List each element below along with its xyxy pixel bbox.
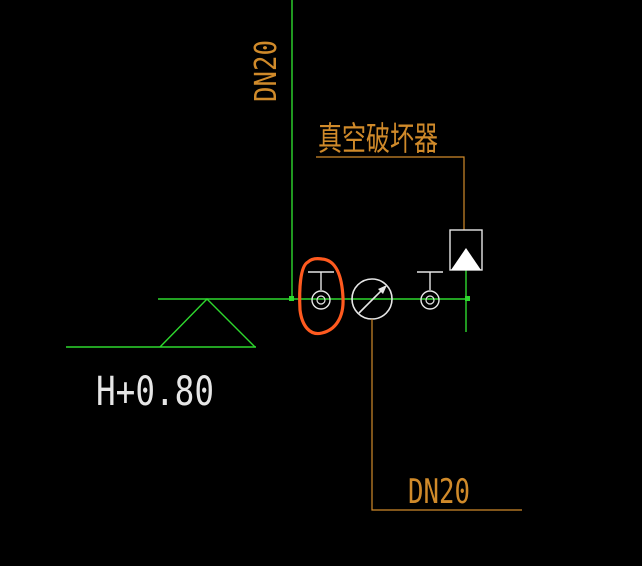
pipe-size-label-bottom: DN20 <box>408 472 470 512</box>
elevation-label: H+0.80 <box>96 369 214 415</box>
elevation-marker-icon <box>66 298 256 348</box>
gauge-leader-line <box>371 319 522 511</box>
pipe-size-label-top: DN20 <box>249 40 284 102</box>
pipe-node-right <box>465 296 470 301</box>
highlight-circle <box>298 257 345 336</box>
breaker-label: 真空破坏器 <box>318 119 438 158</box>
gate-valve-icon-right[interactable] <box>417 271 443 310</box>
gate-valve-icon[interactable] <box>308 271 334 310</box>
pipe-node-left <box>289 296 294 301</box>
breaker-leader-line <box>316 156 465 230</box>
vacuum-breaker-icon <box>449 229 483 271</box>
